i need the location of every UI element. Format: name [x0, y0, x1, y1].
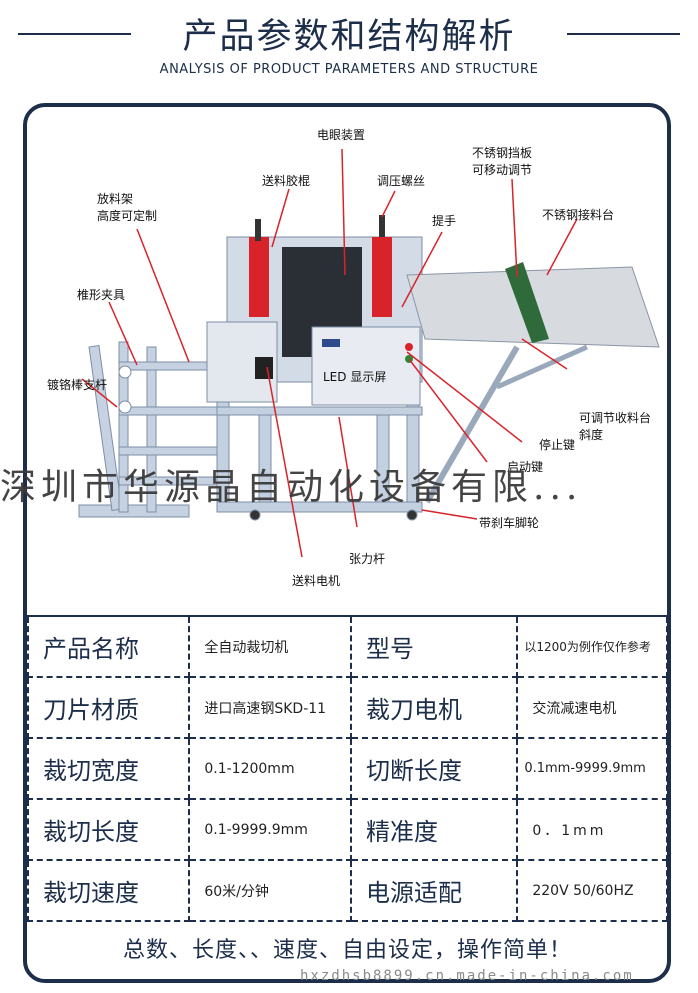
machine-illustration	[78, 148, 660, 558]
spec-value: 进口高速钢SKD-11	[188, 676, 352, 739]
page-title: 产品参数和结构解析	[182, 17, 516, 57]
spec-key: 精准度	[349, 798, 519, 861]
spec-table: 产品名称 全自动裁切机 型号 以1200为例作仅作参考 刀片材质 进口高速钢SK…	[26, 615, 668, 922]
header-line-left	[18, 33, 131, 35]
unwind-rack	[78, 341, 220, 518]
table-row: 裁切宽度 0.1-1200mm 切断长度 0.1mm-9999.9mm	[26, 737, 668, 800]
spec-value: 220V 50/60HZ	[516, 859, 668, 922]
spec-value: 0.1mm-9999.9mm	[516, 737, 668, 800]
callout-pressure-screw: 调压螺丝	[377, 174, 426, 188]
callout-feed-motor: 送料电机	[292, 574, 341, 588]
spec-key: 电源适配	[349, 859, 519, 922]
table-row: 产品名称 全自动裁切机 型号 以1200为例作仅作参考	[26, 615, 668, 678]
spec-key: 裁切速度	[26, 859, 191, 922]
spec-value: 0.1-9999.9mm	[188, 798, 352, 861]
callout-start-key: 启动键	[507, 460, 544, 474]
callout-unwind-rack: 放料架 高度可定制	[97, 192, 158, 223]
table-row: 裁切长度 0.1-9999.9mm 精准度 0．1mm	[26, 798, 668, 861]
callout-stainless-tray: 不锈钢接料台	[542, 208, 615, 222]
spec-key: 裁刀电机	[349, 676, 519, 739]
site-url-watermark: hxzdhsb8899.cn.made-in-china.com	[300, 968, 634, 984]
leader-lines	[81, 148, 578, 558]
table-row: 裁切速度 60米/分钟 电源适配 220V 50/60HZ	[26, 859, 668, 922]
spec-key: 产品名称	[26, 615, 191, 678]
callout-feed-roller: 送料胶棍	[262, 174, 311, 188]
callout-handle: 提手	[432, 214, 457, 228]
callout-adjustable-tray: 可调节收料台 斜度	[579, 411, 652, 442]
spec-key: 裁切长度	[26, 798, 191, 861]
product-frame: 电眼装置 送料胶棍 调压螺丝 不锈钢挡板 可移动调节 放料架 高度可定制 提手 …	[23, 103, 671, 983]
footer-slogan: 总数、长度、、速度、自由设定，操作简单！	[122, 938, 572, 963]
spec-value: 0．1mm	[516, 798, 668, 861]
callout-stainless-baffle: 不锈钢挡板 可移动调节	[472, 146, 533, 177]
spec-value: 以1200为例作仅作参考	[516, 615, 668, 678]
callout-chrome-rod: 镀铬棒支杆	[47, 378, 108, 392]
callout-cone-clamp: 椎形夹具	[77, 288, 126, 302]
page-subtitle: ANALYSIS OF PRODUCT PARAMETERS AND STRUC…	[159, 62, 539, 77]
callout-stop-key: 停止键	[539, 438, 576, 452]
spec-value: 交流减速电机	[516, 676, 668, 739]
receiving-tray	[406, 262, 660, 504]
spec-key: 切断长度	[349, 737, 519, 800]
callout-tension-rod: 张力杆	[349, 552, 386, 566]
spec-value: 全自动裁切机	[188, 615, 352, 678]
callout-brake-caster: 带刹车脚轮	[479, 516, 540, 530]
header-line-right	[567, 33, 680, 35]
machine-legs	[216, 376, 423, 521]
spec-key: 型号	[349, 615, 519, 678]
spec-value: 0.1-1200mm	[188, 737, 352, 800]
callout-electric-eye: 电眼装置	[317, 128, 366, 142]
table-row: 刀片材质 进口高速钢SKD-11 裁刀电机 交流减速电机	[26, 676, 668, 739]
callout-led-screen: LED 显示屏	[323, 370, 387, 384]
machine-body	[206, 215, 423, 406]
spec-key: 刀片材质	[26, 676, 191, 739]
company-watermark: 深圳市华源晶自动化设备有限...	[0, 467, 583, 508]
spec-value: 60米/分钟	[188, 859, 352, 922]
spec-key: 裁切宽度	[26, 737, 191, 800]
